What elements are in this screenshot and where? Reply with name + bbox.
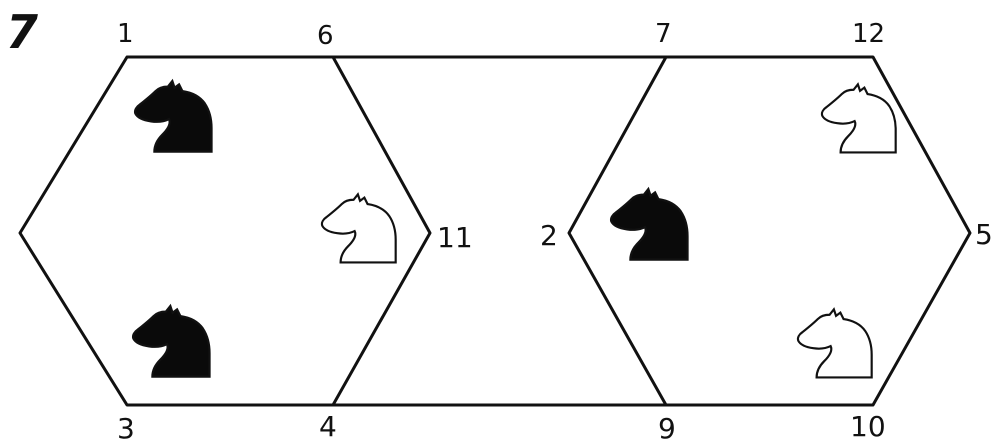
black-knight-bottom-left-icon bbox=[133, 306, 209, 377]
vertex-label-4: 4 bbox=[319, 410, 337, 441]
white-knight-bottom-right-icon bbox=[798, 309, 872, 377]
vertex-label-2: 2 bbox=[540, 219, 558, 252]
black-knight-right-center-icon bbox=[611, 189, 687, 260]
vertex-label-6: 6 bbox=[317, 21, 334, 51]
white-knight-top-right-icon bbox=[822, 84, 896, 152]
vertex-label-10: 10 bbox=[850, 410, 886, 441]
white-knight-left-center-icon bbox=[322, 194, 396, 262]
vertex-label-11: 11 bbox=[437, 221, 473, 254]
vertex-label-12: 12 bbox=[852, 19, 885, 49]
right-hexagon bbox=[569, 57, 970, 405]
black-knight-top-left-icon bbox=[135, 81, 211, 152]
vertex-label-7: 7 bbox=[655, 19, 672, 49]
vertex-label-9: 9 bbox=[658, 412, 676, 441]
puzzle-number: 7 bbox=[6, 5, 38, 59]
vertex-label-1: 1 bbox=[117, 19, 134, 49]
vertex-label-5: 5 bbox=[975, 218, 993, 251]
vertex-label-3: 3 bbox=[117, 412, 135, 441]
